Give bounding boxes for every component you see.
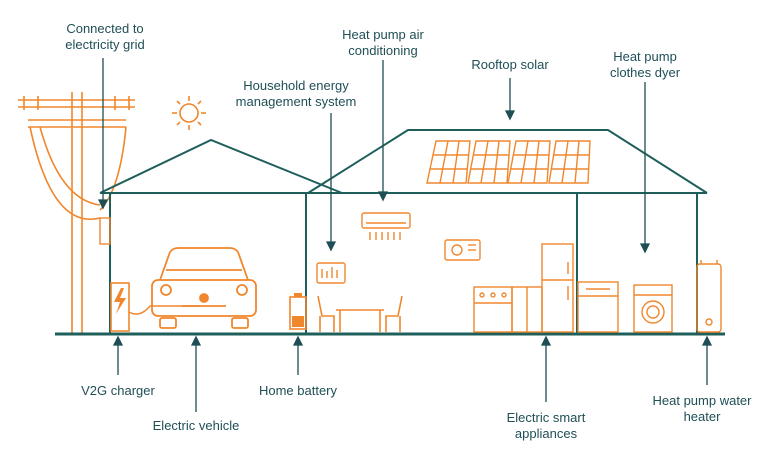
label-energy-management: Household energy management system — [226, 78, 366, 110]
label-rooftop-solar: Rooftop solar — [450, 57, 570, 73]
label-home-battery: Home battery — [243, 383, 353, 399]
label-grid-line-2: electricity grid — [65, 37, 145, 52]
label-v2g-charger-line-1: V2G charger — [81, 383, 155, 398]
battery-icon — [289, 293, 307, 330]
label-water-heater-line-2: heater — [683, 409, 721, 424]
label-rooftop-solar-line-1: Rooftop solar — [471, 57, 549, 72]
label-energy-management-line-1: Household energy — [243, 78, 349, 93]
water-heater-icon — [696, 260, 722, 333]
label-smart-appliances-line-2: appliances — [514, 426, 578, 441]
label-clothes-dryer: Heat pump clothes dyer — [595, 49, 695, 81]
label-energy-management-line-2: management system — [235, 94, 357, 109]
washing-machine-icon — [633, 284, 673, 333]
label-electric-vehicle-line-1: Electric vehicle — [152, 418, 240, 433]
label-water-heater: Heat pump water heater — [642, 393, 762, 425]
label-v2g-charger: V2G charger — [63, 383, 173, 399]
dishwasher-icon — [577, 281, 619, 333]
label-home-battery-line-1: Home battery — [258, 383, 338, 398]
microwave-icon — [444, 239, 481, 261]
meter-icon — [99, 217, 111, 245]
label-smart-appliances-line-1: Electric smart — [506, 410, 586, 425]
label-air-conditioning: Heat pump air conditioning — [323, 27, 443, 59]
charger-icon — [110, 282, 200, 332]
label-air-conditioning-line-1: Heat pump air — [342, 27, 424, 42]
air-conditioner-icon — [361, 212, 411, 240]
energy-display-icon — [316, 262, 346, 284]
leader-lines — [97, 58, 713, 412]
label-clothes-dryer-line-2: clothes dyer — [609, 65, 681, 80]
fridge-icon — [541, 243, 574, 333]
label-electric-vehicle: Electric vehicle — [136, 418, 256, 434]
label-water-heater-line-1: Heat pump water — [652, 393, 752, 408]
label-air-conditioning-line-2: conditioning — [348, 43, 418, 58]
sun-icon — [172, 96, 206, 130]
table-chairs-icon — [317, 295, 403, 332]
house-outline — [55, 129, 725, 336]
solar-panel-icon — [426, 140, 591, 184]
label-clothes-dryer-line-1: Heat pump — [613, 49, 677, 64]
label-smart-appliances: Electric smart appliances — [486, 410, 606, 442]
label-grid: Connected to electricity grid — [50, 21, 160, 53]
stove-icon — [473, 286, 543, 333]
label-grid-line-1: Connected to — [66, 21, 144, 36]
car-icon — [151, 247, 257, 329]
